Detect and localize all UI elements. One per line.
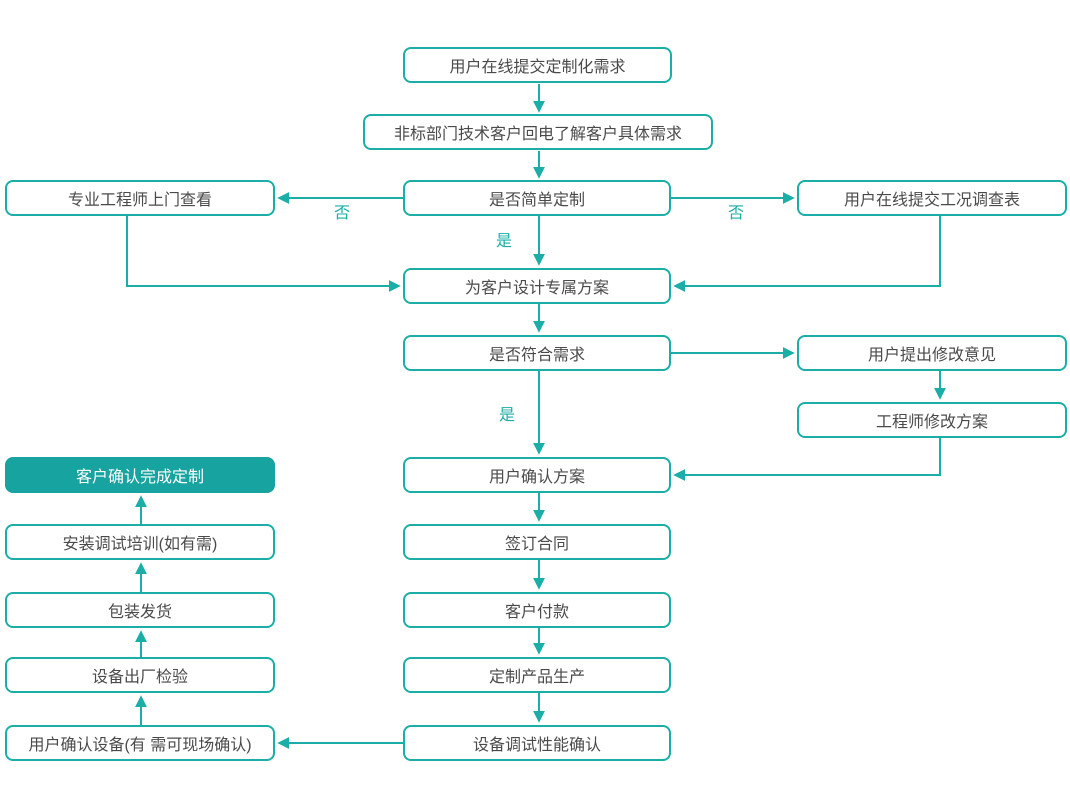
edge-label-no-left: 否 (334, 205, 351, 222)
node-feedback: 用户提出修改意见 (797, 335, 1067, 371)
node-debug-confirm: 设备调试性能确认 (403, 725, 671, 761)
node-install-training: 安装调试培训(如有需) (5, 524, 275, 560)
node-callback: 非标部门技术客户回电了解客户具体需求 (363, 114, 713, 150)
node-revise-plan: 工程师修改方案 (797, 402, 1067, 438)
node-survey-form: 用户在线提交工况调查表 (797, 180, 1067, 216)
edge-label-yes-meets: 是 (499, 407, 516, 424)
node-simple-custom: 是否简单定制 (403, 180, 671, 216)
node-submit-requirements: 用户在线提交定制化需求 (403, 47, 672, 83)
node-design-plan: 为客户设计专属方案 (403, 268, 671, 304)
node-sign-contract: 签订合同 (403, 524, 671, 560)
node-payment: 客户付款 (403, 592, 671, 628)
node-confirm-device: 用户确认设备(有 需可现场确认) (5, 725, 275, 761)
node-engineer-visit: 专业工程师上门查看 (5, 180, 275, 216)
edge-label-no-right: 否 (728, 205, 745, 222)
node-meets-needs: 是否符合需求 (403, 335, 671, 371)
node-complete: 客户确认完成定制 (5, 457, 275, 493)
edge-label-yes-simple: 是 (496, 233, 513, 250)
node-production: 定制产品生产 (403, 657, 671, 693)
node-confirm-plan: 用户确认方案 (403, 457, 671, 493)
node-factory-inspection: 设备出厂检验 (5, 657, 275, 693)
edge-survey-to-design (673, 216, 941, 292)
node-shipping: 包装发货 (5, 592, 275, 628)
edge-visit-to-design (126, 216, 401, 292)
edge-revise-to-confirm (673, 438, 941, 481)
